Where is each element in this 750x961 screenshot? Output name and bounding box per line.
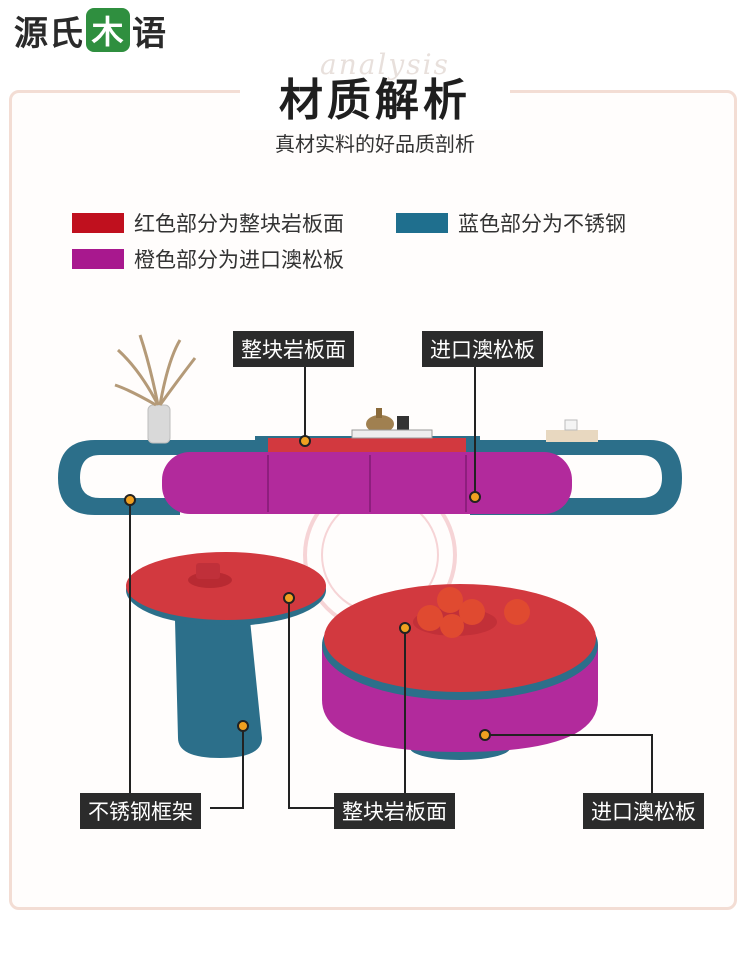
tv-console xyxy=(58,436,682,515)
callout-top-board: 进口澳松板 xyxy=(422,331,543,367)
page-subtitle: 真材实料的好品质剖析 xyxy=(275,132,475,156)
console-decor xyxy=(351,408,598,442)
brand-text-post: 语 xyxy=(132,13,167,54)
legend-label-blue: 蓝色部分为不锈钢 xyxy=(458,212,626,236)
fruit-bowl xyxy=(413,587,530,638)
legend-item-magenta: 橙色部分为进口澳松板 xyxy=(72,244,344,274)
coffee-table xyxy=(322,584,598,760)
legend-item-blue: 蓝色部分为不锈钢 xyxy=(396,208,626,238)
legend-swatch-magenta xyxy=(72,249,124,269)
callout-bottom-steel: 不锈钢框架 xyxy=(80,793,201,829)
legend-swatch-red xyxy=(72,213,124,233)
page-title: 材质解析 xyxy=(279,75,471,126)
title-block: 材质解析 xyxy=(240,60,510,130)
side-table xyxy=(126,552,326,758)
brand-text-pre: 源氏 xyxy=(14,13,84,54)
markers xyxy=(124,435,491,741)
legend-label-red: 红色部分为整块岩板面 xyxy=(134,212,344,236)
legend-swatch-blue xyxy=(396,213,448,233)
legend-item-red: 红色部分为整块岩板面 xyxy=(72,208,344,238)
legend-label-magenta: 橙色部分为进口澳松板 xyxy=(134,248,344,272)
callout-bottom-slate: 整块岩板面 xyxy=(334,793,455,829)
vase-decor xyxy=(114,334,197,444)
callout-bottom-board: 进口澳松板 xyxy=(583,793,704,829)
title-watermark: analysis xyxy=(320,48,450,81)
brand-badge: 木 xyxy=(86,8,130,52)
callout-top-slate: 整块岩板面 xyxy=(233,331,354,367)
brand-logo: 源氏 木 语 xyxy=(14,6,167,54)
leader-lines xyxy=(129,362,653,809)
